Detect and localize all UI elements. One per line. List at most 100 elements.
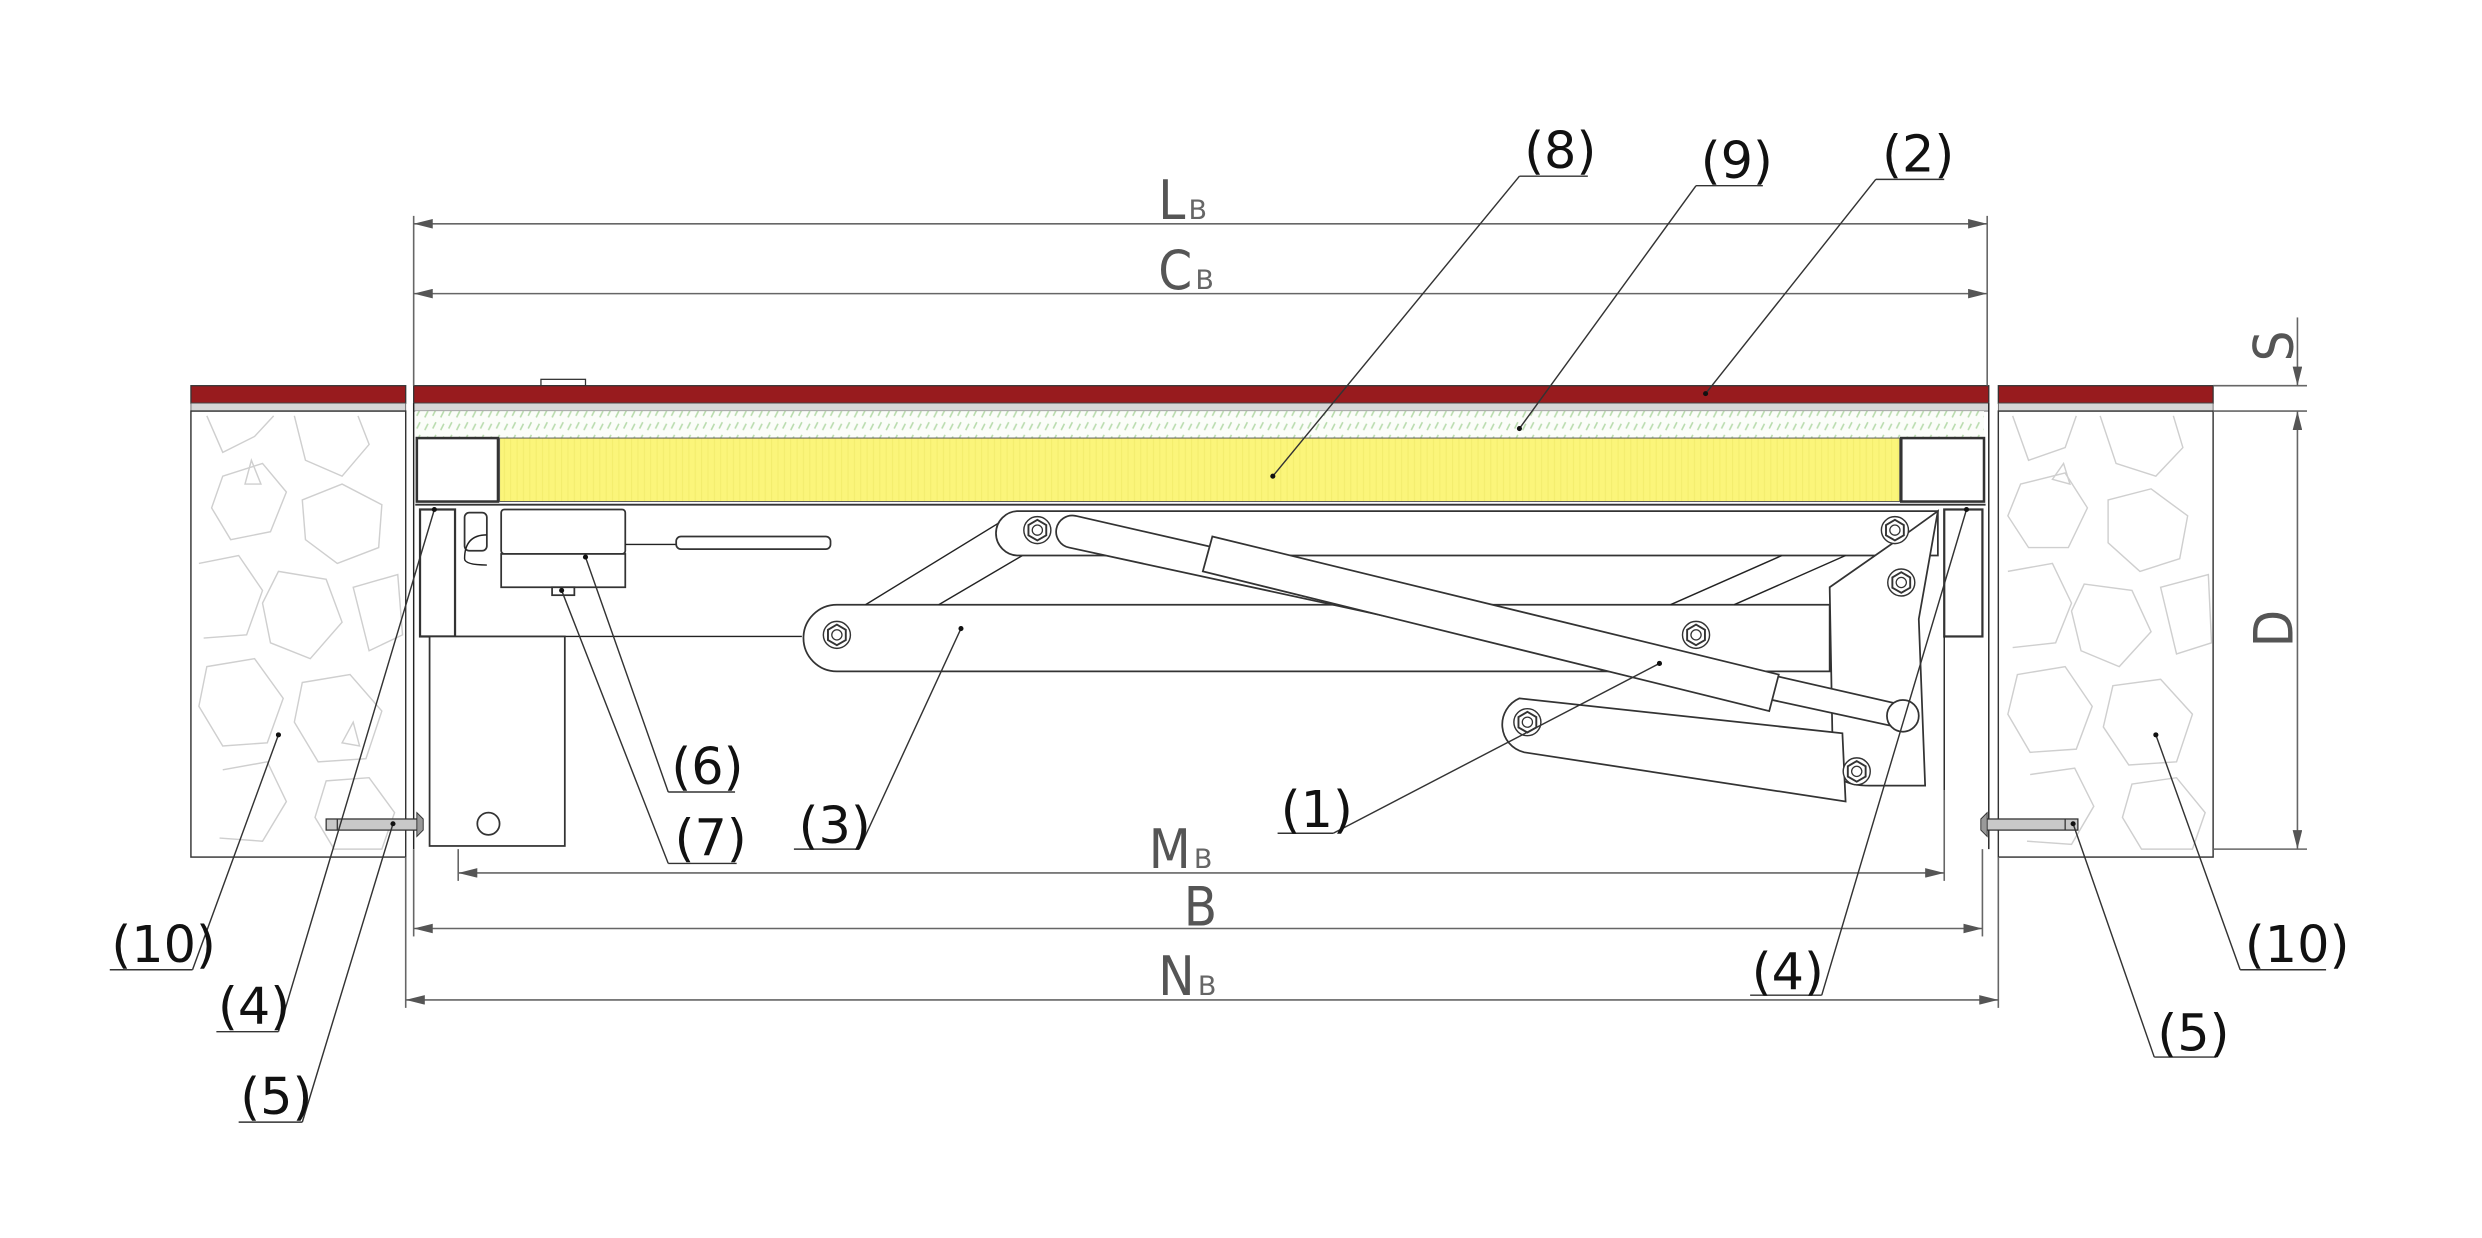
leader-line <box>277 509 436 1032</box>
right-frame-tube <box>1900 436 1986 503</box>
leader-line <box>560 590 669 864</box>
leader-line <box>1705 178 1877 395</box>
leader-line <box>1821 509 1968 996</box>
callout-label: (5) <box>2157 1004 2229 1063</box>
callouts: (8)(9)(2)(6)(7)(3)(1)(10)(4)(5)(4)(10)(5… <box>109 121 2350 1126</box>
control-box-lower <box>500 553 627 589</box>
hex-bolt-icon <box>1842 757 1871 786</box>
callout-c4r: (4) <box>1750 506 1970 1001</box>
right-edge-strip <box>1997 402 2214 412</box>
callout-label: (7) <box>675 809 747 868</box>
cylinder-mount-arm <box>1501 697 1847 803</box>
leader-line <box>191 734 280 971</box>
leader-dot <box>582 554 589 560</box>
callout-c6: (6) <box>582 554 744 796</box>
callout-c5l: (5) <box>238 821 396 1126</box>
callout-c1: (1) <box>1277 660 1662 839</box>
callout-label: (9) <box>1701 131 1773 190</box>
callout-label: (2) <box>1882 124 1954 183</box>
dim-label-S: S <box>2243 331 2306 362</box>
leader-dot <box>1963 506 1970 513</box>
callout-label: (6) <box>671 737 743 796</box>
right-stone-texture <box>2007 415 2213 850</box>
leader-dot <box>431 506 437 513</box>
leader-dot <box>1516 425 1522 432</box>
deck-assembly <box>413 378 1990 506</box>
callout-label: (10) <box>111 915 216 974</box>
callout-label: (4) <box>218 977 290 1036</box>
left-support-bracket <box>428 635 566 847</box>
hydraulic-cylinder <box>1055 514 1920 733</box>
callout-label: (5) <box>240 1067 312 1126</box>
leader-dot <box>390 821 396 827</box>
callout-c4l: (4) <box>216 506 437 1036</box>
right-anchor-bolt <box>1980 811 2079 838</box>
right-edge-plate <box>1997 385 2214 404</box>
callout-c8: (8) <box>1270 121 1596 479</box>
callout-label: (10) <box>2245 915 2350 974</box>
callout-label: (4) <box>1752 942 1824 1001</box>
left-concrete-foundation <box>190 385 407 858</box>
leader-line <box>2072 823 2155 1058</box>
leader-line <box>301 823 394 1123</box>
left-frame-tube <box>415 436 500 503</box>
hex-bolt-icon <box>822 620 852 650</box>
leader-line <box>2155 734 2241 971</box>
callout-label: (1) <box>1281 780 1353 839</box>
left-anchor-bolt <box>325 811 424 838</box>
leader-dot <box>1270 473 1276 479</box>
cylinder-barrel <box>1201 535 1780 713</box>
leader-dot <box>275 732 281 738</box>
leader-dot <box>2153 732 2159 738</box>
left-edge-plate <box>190 385 407 404</box>
left-stone-texture <box>198 415 404 850</box>
leader-dot <box>2070 821 2076 827</box>
leader-dot <box>958 625 964 632</box>
cylinder-eye <box>1886 699 1920 733</box>
right-concrete-foundation <box>1997 385 2214 858</box>
control-box-upper <box>500 508 627 555</box>
leader-line <box>1332 662 1660 834</box>
leader-dot <box>1703 391 1709 397</box>
control-unit <box>463 508 832 597</box>
control-rod <box>675 535 832 551</box>
left-bracket-hole <box>476 811 501 836</box>
callout-c5r: (5) <box>2070 821 2230 1063</box>
hex-bolt-icon <box>1880 515 1910 545</box>
pit-frame <box>412 403 1990 850</box>
lift-arm-assembly <box>802 509 1940 803</box>
callout-c9: (9) <box>1516 131 1773 432</box>
leader-dot <box>1656 660 1662 666</box>
callout-c7: (7) <box>559 587 747 868</box>
callout-label: (8) <box>1524 121 1596 180</box>
leader-line <box>1518 185 1697 429</box>
leader-dot <box>559 587 565 593</box>
hex-bolt-icon <box>1023 515 1052 545</box>
insulation-core <box>499 437 1901 503</box>
leader-line <box>584 556 669 793</box>
callout-c10l: (10) <box>109 732 281 974</box>
deck-plate-underside <box>413 402 1990 412</box>
hex-bolt-icon <box>1681 620 1711 650</box>
callout-label: (3) <box>799 796 871 855</box>
callout-c2: (2) <box>1703 124 1954 397</box>
dim-label-D: D <box>2243 610 2306 647</box>
left-curb-angle <box>418 508 457 638</box>
callout-c10r: (10) <box>2153 732 2350 974</box>
callout-c3: (3) <box>793 625 964 855</box>
deck-lip-tab <box>540 378 587 387</box>
leader-line <box>858 628 962 850</box>
right-concrete-block <box>1997 410 2214 858</box>
hex-bolt-icon <box>1887 568 1916 597</box>
left-concrete-block <box>190 410 407 858</box>
right-curb-angle <box>1943 508 1984 638</box>
infill-layer <box>415 411 1985 439</box>
left-edge-strip <box>190 402 407 412</box>
leader-line <box>1272 175 1520 477</box>
